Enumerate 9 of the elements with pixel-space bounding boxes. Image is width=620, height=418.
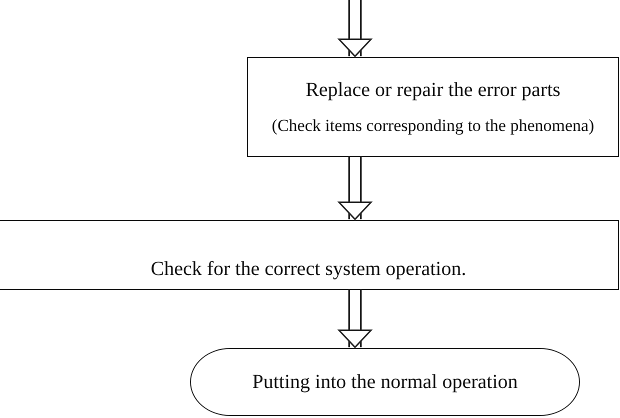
hollow-arrow (338, 157, 372, 220)
process-box (0, 220, 619, 290)
step-note: (Check items corresponding to the phenomena) (272, 116, 594, 136)
hollow-arrow (338, 0, 372, 57)
step-text: Putting into the normal operation (252, 370, 518, 394)
step-text: Check for the correct system operation. (150, 258, 466, 280)
step-text: Replace or repair the error parts (306, 78, 560, 102)
process-box (247, 57, 619, 157)
hollow-arrow (338, 290, 372, 348)
